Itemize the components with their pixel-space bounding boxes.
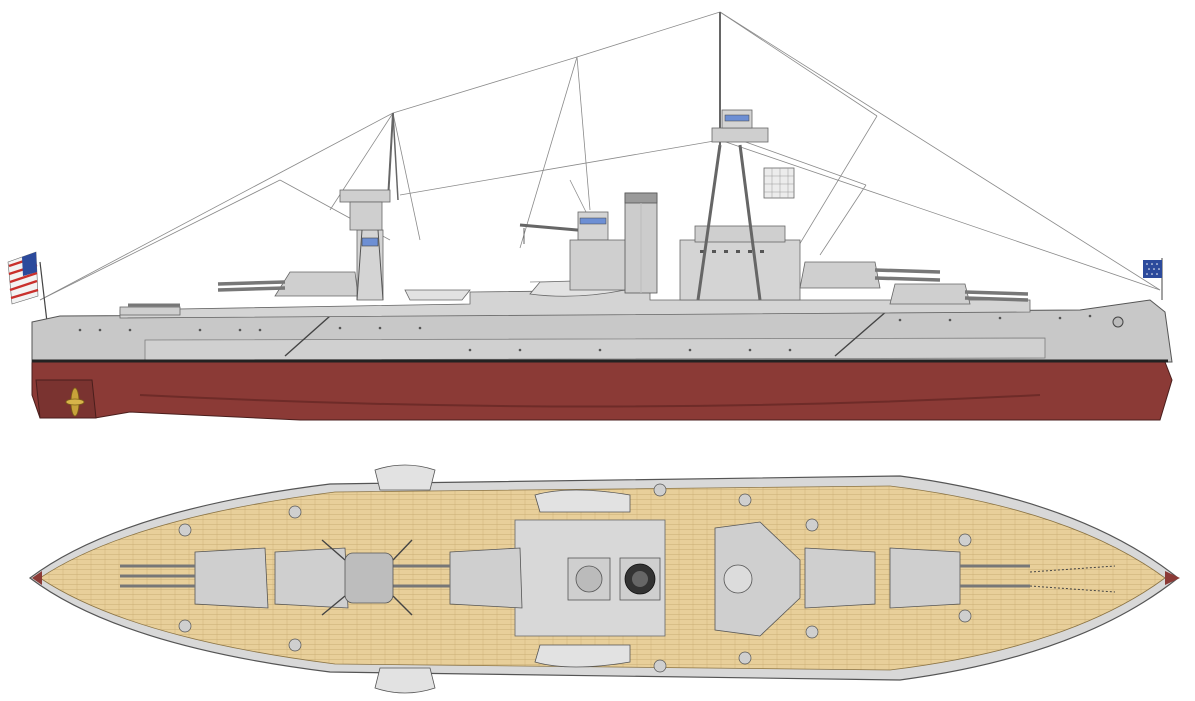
armor-belt — [144, 337, 1046, 361]
bridge-superstructure — [679, 225, 801, 301]
portholes — [78, 314, 1092, 352]
stern-tip — [32, 571, 42, 585]
stern-flag-icon — [7, 251, 48, 323]
boats-top — [374, 464, 631, 694]
rudder — [35, 379, 97, 419]
tripod-mast — [696, 12, 769, 301]
bow-tip — [1165, 571, 1180, 585]
turret-top-aft-1 — [120, 547, 269, 609]
turret-top-fwd-2 — [889, 547, 1030, 609]
turret-aft-1 — [119, 303, 181, 316]
jack-flag-icon — [1143, 258, 1163, 300]
turret-fwd-1 — [799, 261, 941, 289]
accommodation-ladders — [284, 309, 889, 357]
funnel-top — [567, 557, 661, 601]
anchor-icon — [1112, 316, 1124, 328]
turret-top-aft-2 — [274, 547, 349, 609]
funnel — [624, 192, 658, 294]
aft-mast-platform-top — [321, 539, 413, 616]
side-view — [7, 11, 1173, 421]
turret-top-fwd-1 — [804, 547, 876, 609]
hull-bilge-keel — [139, 394, 1041, 408]
top-view — [29, 464, 1180, 694]
bridge-top — [714, 521, 801, 637]
radar-antenna — [763, 167, 795, 199]
rigging-lines — [39, 11, 1161, 301]
turret-aft-2 — [217, 271, 359, 297]
foremast — [339, 112, 399, 301]
fire-control-top-aft — [569, 211, 631, 291]
hull-below-waterline — [31, 361, 1173, 421]
propeller-icon — [65, 387, 85, 417]
turret-fwd-2 — [889, 283, 1029, 305]
secondary-mounts-top — [178, 483, 972, 673]
